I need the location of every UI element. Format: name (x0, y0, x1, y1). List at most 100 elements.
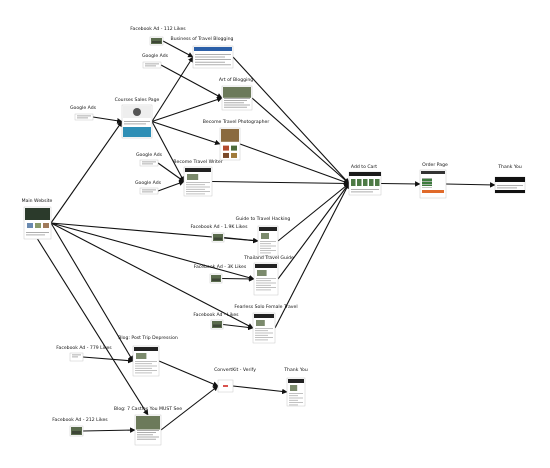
ad-thumbnail (139, 187, 159, 195)
arrow-gads1-to-salespage (92, 116, 123, 124)
node-thanks1: Thank You (494, 164, 526, 194)
node-label: Facebook Ad - 779 Likes (56, 345, 112, 351)
node-fb3: Facebook Ad - 3K Likes (194, 264, 247, 284)
arrow-artblog-to-cart (251, 97, 350, 184)
node-main: Main Website (22, 198, 53, 240)
ad-thumbnail (209, 273, 223, 284)
page-thumbnail (219, 127, 241, 161)
ad-thumbnail (74, 113, 94, 121)
node-label: Facebook Ad - Likes (193, 312, 239, 318)
node-label: Blog: 7 Castles You MUST See (114, 406, 182, 412)
arrow-fb4-to-female (222, 323, 254, 331)
arrow-blog1-to-convertkit (158, 360, 219, 387)
arrow-salespage-to-artblog (151, 96, 223, 123)
node-female: Fearless Solo Female Travel (234, 304, 298, 344)
arrow-fb112-to-bizblog (162, 40, 194, 58)
arrow-cart-to-order (380, 181, 421, 187)
ad-thumbnail (139, 159, 159, 167)
arrow-main-to-salespage (50, 121, 123, 224)
node-fb779: Facebook Ad - 779 Likes (56, 345, 112, 362)
arrow-main-to-thailand (50, 222, 255, 281)
page-thumbnail (23, 206, 52, 240)
node-label: Courses Sales Page (115, 97, 160, 103)
node-label: Main Website (22, 198, 53, 204)
node-label: Business of Travel Blogging (171, 36, 234, 42)
node-label: Facebook Ad - 112 Likes (130, 26, 186, 32)
node-bizblog: Business of Travel Blogging (171, 36, 234, 69)
node-thailand: Thailand Travel Guide (243, 255, 294, 296)
node-label: ConvertKit - Verify (214, 367, 256, 373)
arrow-main-to-blog2 (37, 238, 149, 416)
node-label: Add to Cart (351, 164, 377, 170)
ad-thumbnail (142, 61, 162, 69)
page-thumbnail (134, 414, 162, 446)
ad-thumbnail (210, 319, 224, 330)
arrow-photog-to-cart (239, 143, 350, 185)
node-label: Google Ads (70, 105, 97, 111)
arrow-gads3-to-writer (157, 162, 185, 182)
node-gads1: Google Ads (70, 105, 97, 121)
node-thanks2: Thank You (283, 367, 308, 407)
node-blog2: Blog: 7 Castles You MUST See (114, 406, 182, 446)
node-gads2: Google Ads (142, 53, 169, 69)
node-order: Order Page (419, 162, 448, 199)
node-label: Fearless Solo Female Travel (234, 304, 297, 310)
arrow-convertkit-to-thanks2 (232, 385, 288, 395)
arrow-main-to-female (50, 222, 254, 329)
page-thumbnail (286, 377, 306, 407)
node-salespage: Courses Sales Page (115, 97, 160, 139)
ad-thumbnail (149, 36, 164, 46)
connector-arrows (37, 40, 496, 433)
node-label: Art of Blogging (219, 77, 253, 83)
node-label: Thank You (497, 164, 522, 170)
arrow-female-to-cart (274, 183, 350, 329)
node-label: Google Ads (135, 180, 162, 186)
node-hacking: Guide to Travel Hacking (236, 216, 291, 257)
arrow-fb779-to-blog1 (82, 356, 134, 364)
arrow-salespage-to-bizblog (151, 56, 194, 122)
ad-thumbnail (69, 352, 84, 362)
node-label: Guide to Travel Hacking (236, 216, 291, 222)
ad-thumbnail (69, 425, 84, 437)
page-thumbnail (183, 166, 213, 197)
arrow-thailand-to-cart (277, 183, 350, 280)
node-label: Facebook Ad - 1.9K Likes (191, 224, 249, 230)
page-thumbnail (121, 104, 153, 139)
arrow-fb19k-to-hacking (223, 236, 259, 244)
node-label: Google Ads (142, 53, 169, 59)
node-label: Blog: Post Trip Depression (118, 335, 178, 341)
page-thumbnail (252, 312, 276, 344)
node-cart: Add to Cart (348, 164, 382, 196)
arrow-salespage-to-writer (151, 121, 185, 182)
node-gads4: Google Ads (135, 180, 162, 195)
page-thumbnail (257, 225, 279, 257)
arrow-gads2-to-artblog (160, 64, 223, 99)
node-label: Become Travel Photographer (203, 119, 270, 125)
page-thumbnail (217, 379, 234, 393)
node-fb19k: Facebook Ad - 1.9K Likes (191, 224, 249, 243)
node-label: Order Page (422, 162, 448, 168)
node-fb212: Facebook Ad - 212 Likes (52, 417, 108, 437)
node-convertkit: ConvertKit - Verify (214, 367, 256, 393)
node-label: Thailand Travel Guide (243, 255, 294, 261)
arrow-gads4-to-writer (157, 180, 185, 192)
arrow-writer-to-cart (211, 180, 350, 187)
page-thumbnail (494, 176, 526, 194)
page-thumbnail (132, 345, 160, 377)
arrow-main-to-blog1 (50, 222, 134, 362)
node-gads3: Google Ads (136, 152, 163, 167)
page-thumbnail (419, 169, 447, 199)
node-photog: Become Travel Photographer (203, 119, 270, 161)
node-writer: Become Travel Writer (173, 159, 223, 197)
arrow-salespage-to-photog (151, 120, 221, 146)
node-label: Become Travel Writer (173, 159, 222, 165)
page-thumbnail (348, 171, 382, 196)
arrow-bizblog-to-cart (232, 56, 350, 184)
node-label: Facebook Ad - 212 Likes (52, 417, 108, 423)
node-label: Google Ads (136, 152, 163, 158)
node-artblog: Art of Blogging (219, 77, 253, 111)
node-fb112: Facebook Ad - 112 Likes (130, 26, 186, 46)
node-fb4: Facebook Ad - Likes (193, 312, 239, 330)
arrow-blog2-to-convertkit (160, 385, 219, 431)
